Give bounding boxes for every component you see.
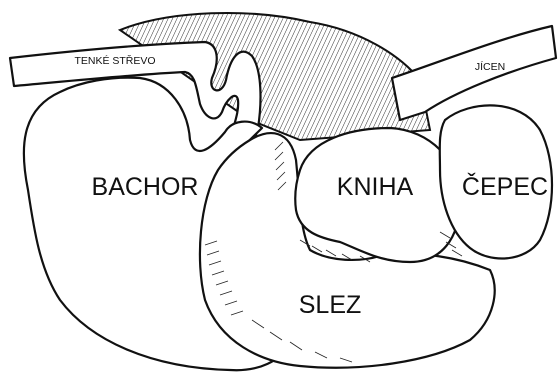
label-reticulum: ČEPEC [462,172,548,201]
label-rumen: BACHOR [92,173,199,201]
label-small-intestine: TENKÉ STŘEVO [74,54,155,67]
label-omasum: KNIHA [337,173,414,201]
label-esophagus: JÍCEN [475,60,505,73]
label-abomasum: SLEZ [299,291,362,319]
